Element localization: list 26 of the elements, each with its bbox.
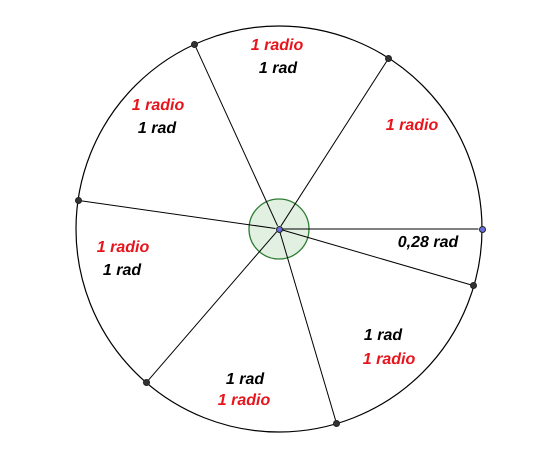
radius-line: [280, 60, 388, 227]
radius-line: [282, 229, 472, 286]
circle-point: [385, 54, 392, 62]
arc-length-label: 1 radio: [386, 117, 438, 135]
radius-line: [195, 47, 278, 226]
arc-length-label: 1 radio: [362, 351, 416, 369]
angle-label: 0,28 rad: [398, 234, 458, 252]
angle-label: 1 rad: [138, 120, 176, 138]
radius-line: [148, 231, 278, 380]
radius-line: [81, 200, 276, 229]
circle-point: [74, 196, 82, 204]
angle-label: 1 rad: [226, 371, 264, 389]
angle-label: 1 rad: [364, 327, 402, 345]
arc-length-label: 1 radio: [218, 392, 270, 410]
circle-point: [470, 282, 478, 290]
arc-length-label: 1 radio: [96, 239, 150, 257]
circle-point: [142, 379, 150, 386]
circle-point: [478, 226, 486, 232]
angle-label: 1 rad: [102, 262, 142, 280]
circle-point: [333, 420, 340, 428]
radius-line: [282, 228, 479, 230]
arc-length-label: 1 radio: [250, 37, 304, 55]
radius-line: [280, 232, 336, 421]
circle-point: [191, 40, 198, 48]
arc-length-label: 1 radio: [132, 97, 184, 115]
angle-label: 1 rad: [258, 60, 298, 78]
